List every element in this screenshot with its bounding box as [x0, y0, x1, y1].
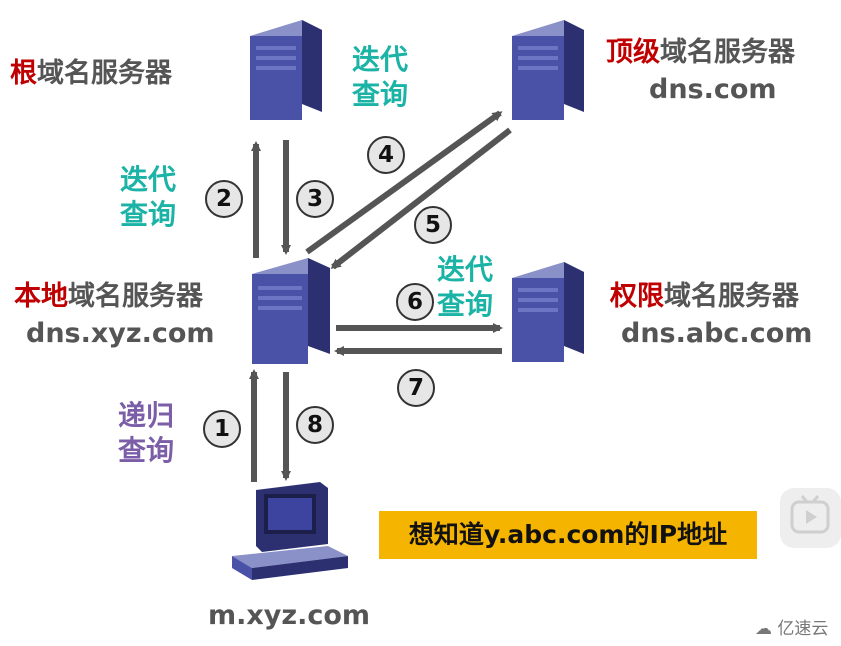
- step-1-badge: 1: [203, 410, 241, 448]
- iterative-query-label-top: 迭代查询: [352, 43, 409, 111]
- arrow-step-4: [305, 110, 503, 255]
- iterative-query-label-right: 迭代查询: [437, 253, 494, 321]
- local-server-domain: dns.xyz.com: [26, 318, 215, 349]
- authoritative-server-domain: dns.abc.com: [621, 318, 813, 349]
- client-host-label: m.xyz.com: [208, 600, 371, 631]
- step-2-badge: 2: [205, 180, 243, 218]
- root-server-label: 根域名服务器: [10, 58, 172, 89]
- play-icon: [790, 495, 830, 534]
- authoritative-server-icon: [512, 262, 584, 362]
- iterative-query-label-left: 迭代查询: [120, 163, 177, 231]
- tld-server-domain: dns.com: [649, 74, 777, 105]
- tld-server-label: 顶级域名服务器: [606, 37, 795, 68]
- root-server-icon: [250, 20, 322, 120]
- step-4-badge: 4: [367, 136, 405, 174]
- tld-server-icon: [512, 20, 584, 120]
- video-play-button[interactable]: [780, 488, 841, 548]
- local-server-label: 本地域名服务器: [14, 281, 203, 312]
- goal-banner: 想知道y.abc.com的IP地址: [379, 511, 757, 559]
- step-5-badge: 5: [414, 206, 452, 244]
- arrow-step-5: [330, 127, 512, 270]
- step-7-badge: 7: [397, 369, 435, 407]
- cloud-logo-icon: ☁: [755, 619, 772, 639]
- step-6-badge: 6: [396, 283, 434, 321]
- step-8-badge: 8: [296, 406, 334, 444]
- client-computer-icon: [232, 482, 348, 580]
- local-server-icon: [252, 258, 330, 364]
- recursive-query-label: 递归查询: [118, 399, 175, 467]
- step-3-badge: 3: [296, 180, 334, 218]
- watermark: ☁ 亿速云: [755, 619, 829, 639]
- authoritative-server-label: 权限域名服务器: [610, 281, 799, 312]
